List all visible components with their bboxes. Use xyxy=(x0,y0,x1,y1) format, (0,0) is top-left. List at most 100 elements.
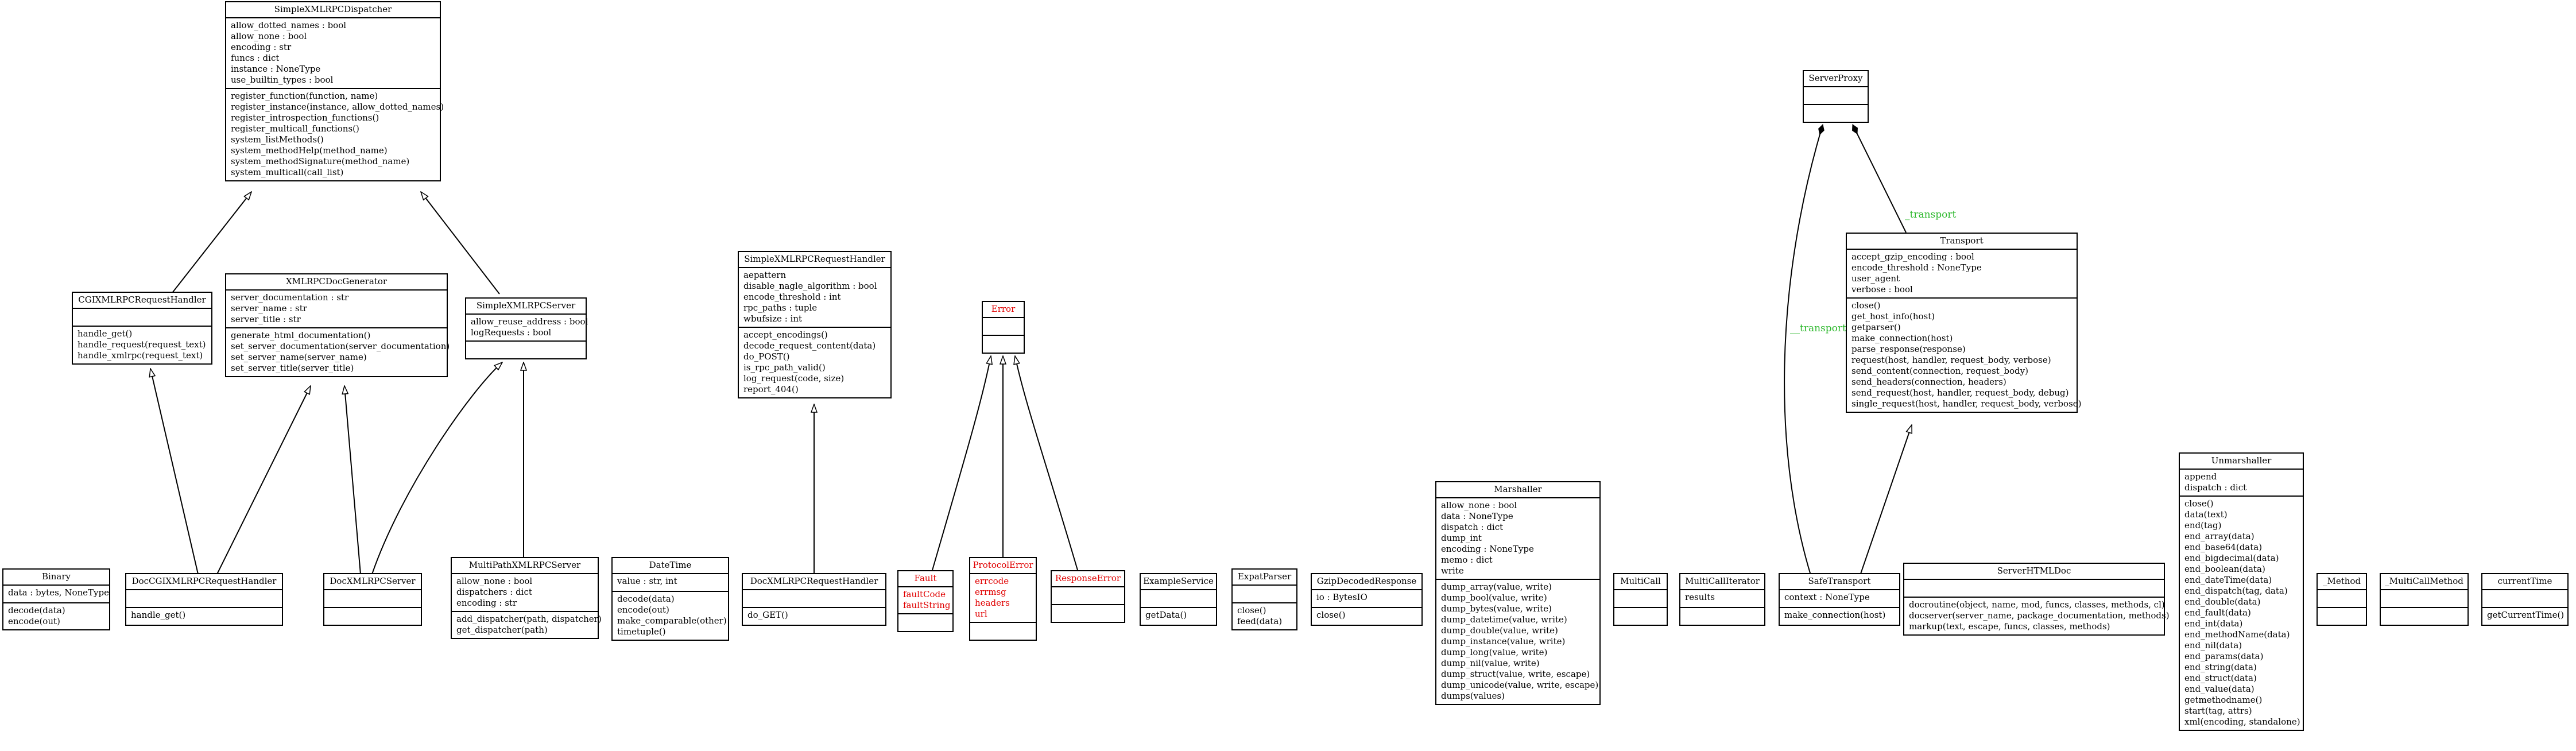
methods-compartment xyxy=(324,607,421,625)
method-line: send_content(connection, request_body) xyxy=(1851,366,2028,376)
attribute-line: dispatch : dict xyxy=(1441,522,1504,532)
class-title: SimpleXMLRPCRequestHandler xyxy=(739,252,890,268)
methods-compartment: handle_get() xyxy=(126,607,282,625)
method-line: dump_double(value, write) xyxy=(1441,625,1558,636)
class-title: _MultiCallMethod xyxy=(2381,574,2467,590)
methods-compartment xyxy=(2318,607,2366,625)
method-line: dump_struct(value, write, escape) xyxy=(1441,669,1590,679)
method-line: close() xyxy=(1851,300,1881,311)
attribute-line: funcs : dict xyxy=(231,53,280,63)
method-line: dump_bytes(value, write) xyxy=(1441,603,1552,614)
method-line: close() xyxy=(1316,610,1346,620)
method-line: decode(data) xyxy=(8,605,65,615)
method-line: getmethodname() xyxy=(2184,695,2263,705)
attributes-compartment: value : str, int xyxy=(613,574,728,591)
method-line: make_connection(host) xyxy=(1851,333,1953,343)
class-title: ExpatParser xyxy=(1233,570,1296,586)
attribute-line: verbose : bool xyxy=(1851,284,1913,295)
method-line: get_dispatcher(path) xyxy=(456,625,548,635)
methods-compartment xyxy=(1804,104,1868,122)
class-title: currentTime xyxy=(2482,574,2567,590)
class-title: DocCGIXMLRPCRequestHandler xyxy=(126,574,282,590)
method-line: markup(text, escape, funcs, classes, met… xyxy=(1909,621,2110,632)
class-title: DateTime xyxy=(613,558,728,574)
edge-server-to-dispatcher xyxy=(421,192,500,295)
method-line: docserver(server_name, package_documenta… xyxy=(1909,610,2170,621)
edge-label-transport: _transport xyxy=(1905,209,1957,220)
class-title: Error xyxy=(983,302,1024,318)
methods-compartment: decode(data)encode(out) xyxy=(3,602,109,629)
attributes-compartment xyxy=(324,590,421,607)
attribute-line: use_builtin_types : bool xyxy=(231,75,334,85)
attribute-line: dispatch : dict xyxy=(2184,482,2247,493)
attribute-line: encode_threshold : int xyxy=(743,292,841,302)
attribute-line: disable_nagle_algorithm : bool xyxy=(743,281,877,291)
class-serverproxy: ServerProxy xyxy=(1803,70,1869,123)
methods-compartment: register_function(function, name)registe… xyxy=(226,88,444,180)
class-error: Error xyxy=(982,301,1025,354)
attribute-line: allow_reuse_address : bool xyxy=(471,316,588,327)
method-line: feed(data) xyxy=(1237,616,1283,626)
method-line: getparser() xyxy=(1851,322,1901,332)
class-docxmlrpcrequesthandler: DocXMLRPCRequestHandler do_GET() xyxy=(742,573,886,626)
methods-compartment xyxy=(898,613,952,631)
attribute-line: errmsg xyxy=(975,587,1006,597)
method-line: end_value(data) xyxy=(2184,684,2255,694)
method-line: set_server_title(server_title) xyxy=(231,363,354,373)
attributes-compartment xyxy=(1804,87,1868,104)
attributes-compartment xyxy=(1233,586,1296,602)
method-line: system_methodHelp(method_name) xyxy=(231,145,388,156)
method-line: register_function(function, name) xyxy=(231,91,378,101)
method-line: send_headers(connection, headers) xyxy=(1851,377,2006,387)
method-line: getCurrentTime() xyxy=(2487,610,2565,620)
class-title: GzipDecodedResponse xyxy=(1312,574,1421,590)
methods-compartment: make_connection(host) xyxy=(1780,607,1899,625)
attribute-line: io : BytesIO xyxy=(1316,592,1368,602)
attribute-line: encode_threshold : NoneType xyxy=(1851,262,1982,273)
attribute-line: context : NoneType xyxy=(1784,592,1870,602)
methods-compartment: docroutine(object, name, mod, funcs, cla… xyxy=(1904,597,2170,634)
method-line: end_string(data) xyxy=(2184,662,2257,672)
methods-compartment: accept_encodings()decode_request_content… xyxy=(739,327,890,397)
method-line: generate_html_documentation() xyxy=(231,330,371,340)
method-line: end_dispatch(tag, data) xyxy=(2184,586,2288,596)
attribute-line: url xyxy=(975,609,987,619)
attribute-line: results xyxy=(1685,592,1715,602)
method-line: handle_xmlrpc(request_text) xyxy=(78,350,203,361)
attributes-compartment xyxy=(2381,590,2467,607)
method-line: end_int(data) xyxy=(2184,618,2243,629)
class-title: Binary xyxy=(3,570,109,586)
method-line: end_base64(data) xyxy=(2184,542,2263,552)
class-title: CGIXMLRPCRequestHandler xyxy=(73,293,211,309)
attribute-line: user_agent xyxy=(1851,273,1900,284)
edge-doccgi-to-cgi xyxy=(150,369,199,575)
attribute-line: memo : dict xyxy=(1441,555,1493,565)
attribute-line: instance : NoneType xyxy=(231,64,321,74)
class-method: _Method xyxy=(2317,573,2367,626)
method-line: end_array(data) xyxy=(2184,531,2255,541)
method-line: timetuple() xyxy=(617,626,666,637)
attribute-line: encoding : str xyxy=(456,598,517,608)
class-title: ServerHTMLDoc xyxy=(1904,564,2164,580)
attributes-compartment xyxy=(73,309,211,326)
method-line: do_POST() xyxy=(743,351,790,362)
class-title: DocXMLRPCRequestHandler xyxy=(743,574,885,590)
methods-compartment: do_GET() xyxy=(743,607,885,625)
class-title: ExampleService xyxy=(1141,574,1216,590)
edge-transport-to-serverproxy xyxy=(1853,125,1907,233)
method-line: data(text) xyxy=(2184,509,2228,520)
attribute-line: allow_none : bool xyxy=(456,576,533,586)
attributes-compartment xyxy=(126,590,282,607)
method-line: handle_get() xyxy=(131,610,186,620)
methods-compartment: decode(data)encode(out)make_comparable(o… xyxy=(613,591,728,640)
